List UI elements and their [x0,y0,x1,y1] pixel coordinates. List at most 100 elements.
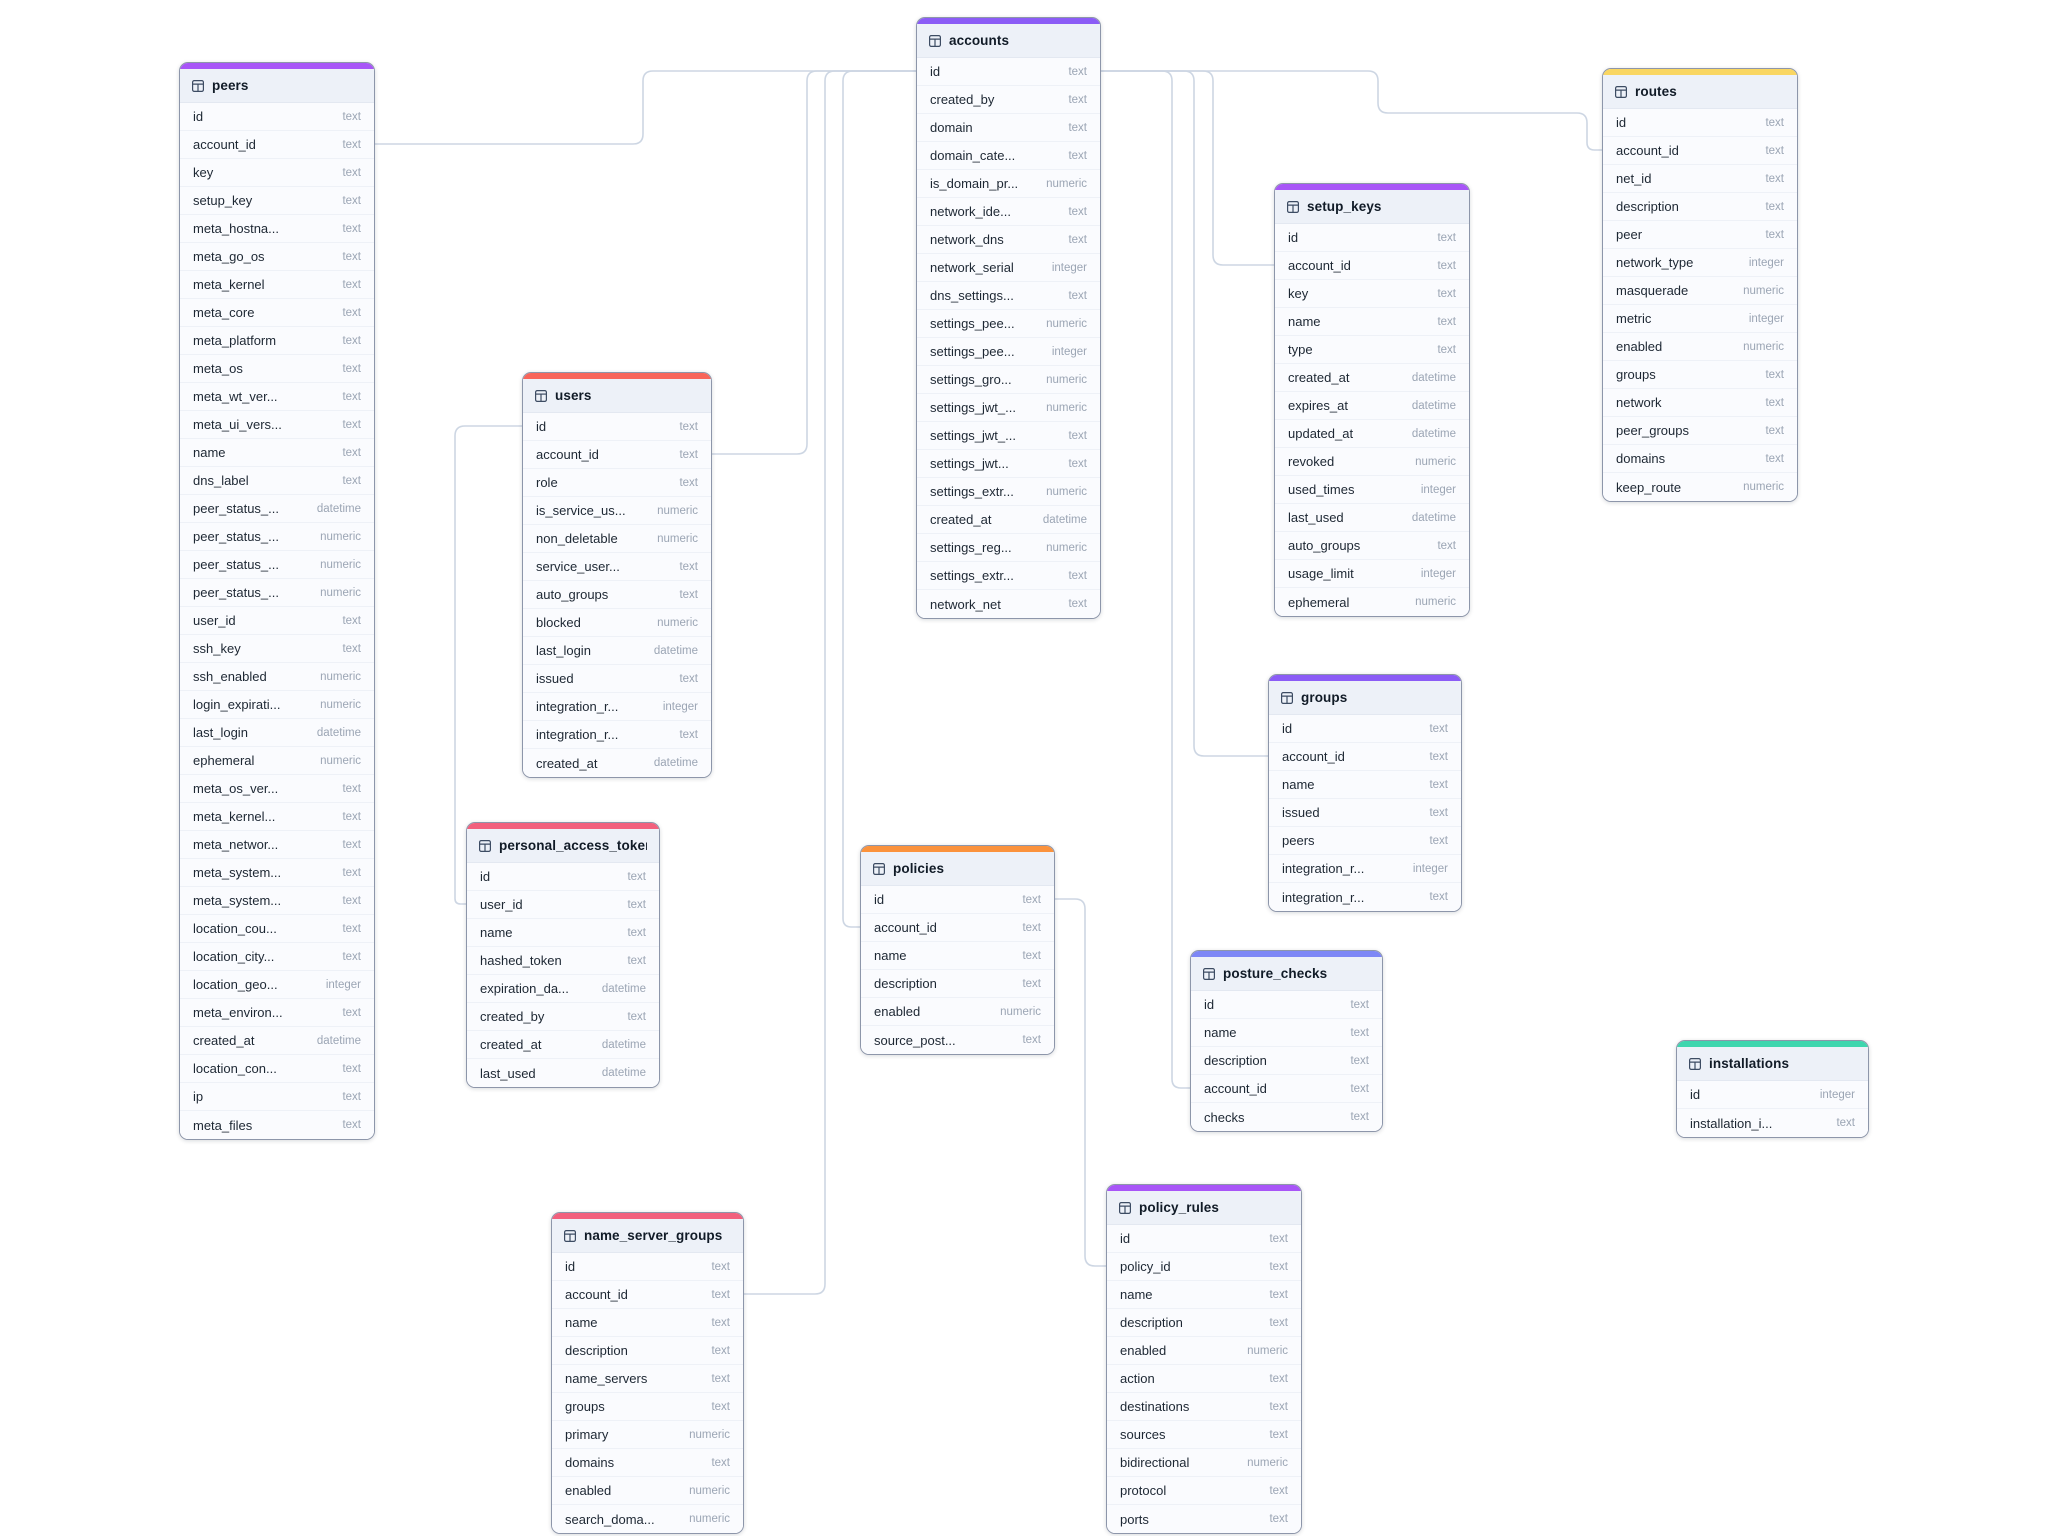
field-row-accounts-is_domain_pr: is_domain_pr...numeric [917,170,1100,198]
field-name: meta_os_ver... [193,781,279,796]
field-type: text [342,250,361,263]
edge-routes.account_id-to-accounts.id [1101,70,1602,151]
field-name: id [1204,997,1215,1012]
field-row-accounts-network_ide: network_ide...text [917,198,1100,226]
field-name: meta_hostna... [193,221,279,236]
field-name: source_post... [874,1032,956,1048]
field-name: id [930,64,941,79]
table-header-peers[interactable]: peers [180,69,374,103]
field-type: text [627,870,646,883]
field-name: peer [1616,227,1643,242]
field-type: text [1429,806,1448,819]
field-type: numeric [1415,455,1456,468]
field-name: id [1120,1231,1131,1246]
table-accent-bar [1677,1041,1868,1047]
table-header-groups[interactable]: groups [1269,681,1461,715]
table-icon [1689,1057,1701,1070]
table-header-name_server_groups[interactable]: name_server_groups [552,1219,743,1253]
table-header-policy_rules[interactable]: policy_rules [1107,1191,1301,1225]
table-accent-bar [1275,184,1469,190]
field-name: ssh_enabled [193,669,267,684]
field-name: usage_limit [1288,566,1354,581]
field-name: sources [1120,1427,1166,1442]
field-type: text [1022,949,1041,962]
field-name: created_at [193,1033,255,1048]
field-type: numeric [1247,1456,1288,1469]
table-header-accounts[interactable]: accounts [917,24,1100,58]
field-type: text [711,1288,730,1301]
field-type: text [679,448,698,461]
field-row-peers-login_expirati: login_expirati...numeric [180,691,374,719]
field-type: text [342,1006,361,1019]
field-type: text [1269,1513,1288,1525]
field-name: meta_os [193,361,243,376]
table-header-personal_access_tokens[interactable]: personal_access_tokens [467,829,659,863]
field-name: used_times [1288,482,1355,497]
table-header-setup_keys[interactable]: setup_keys [1275,190,1469,224]
field-type: text [342,474,361,487]
field-name: updated_at [1288,426,1354,441]
field-type: text [342,166,361,179]
field-name: expires_at [1288,398,1348,413]
field-name: domains [1616,451,1666,466]
field-name: id [1690,1087,1701,1102]
field-type: numeric [320,530,361,543]
field-name: domain [930,120,973,135]
field-name: settings_extr... [930,568,1014,583]
field-name: revoked [1288,454,1335,469]
field-name: integration_r... [536,727,619,742]
field-type: text [1269,1428,1288,1441]
field-type: text [1068,205,1087,218]
field-type: text [1269,1260,1288,1273]
field-name: meta_kernel [193,277,265,292]
table-header-routes[interactable]: routes [1603,75,1797,109]
field-type: text [342,810,361,823]
field-type: text [1429,834,1448,847]
table-header-policies[interactable]: policies [861,852,1054,886]
field-row-accounts-settings_jwt_: settings_jwt_...text [917,422,1100,450]
field-type: text [1068,598,1087,610]
field-type: datetime [1411,511,1456,524]
table-accent-bar [1107,1185,1301,1191]
field-type: text [342,446,361,459]
table-header-posture_checks[interactable]: posture_checks [1191,957,1382,991]
table-header-users[interactable]: users [523,379,711,413]
table-header-installations[interactable]: installations [1677,1047,1868,1081]
field-row-peers-meta_networ: meta_networ...text [180,831,374,859]
